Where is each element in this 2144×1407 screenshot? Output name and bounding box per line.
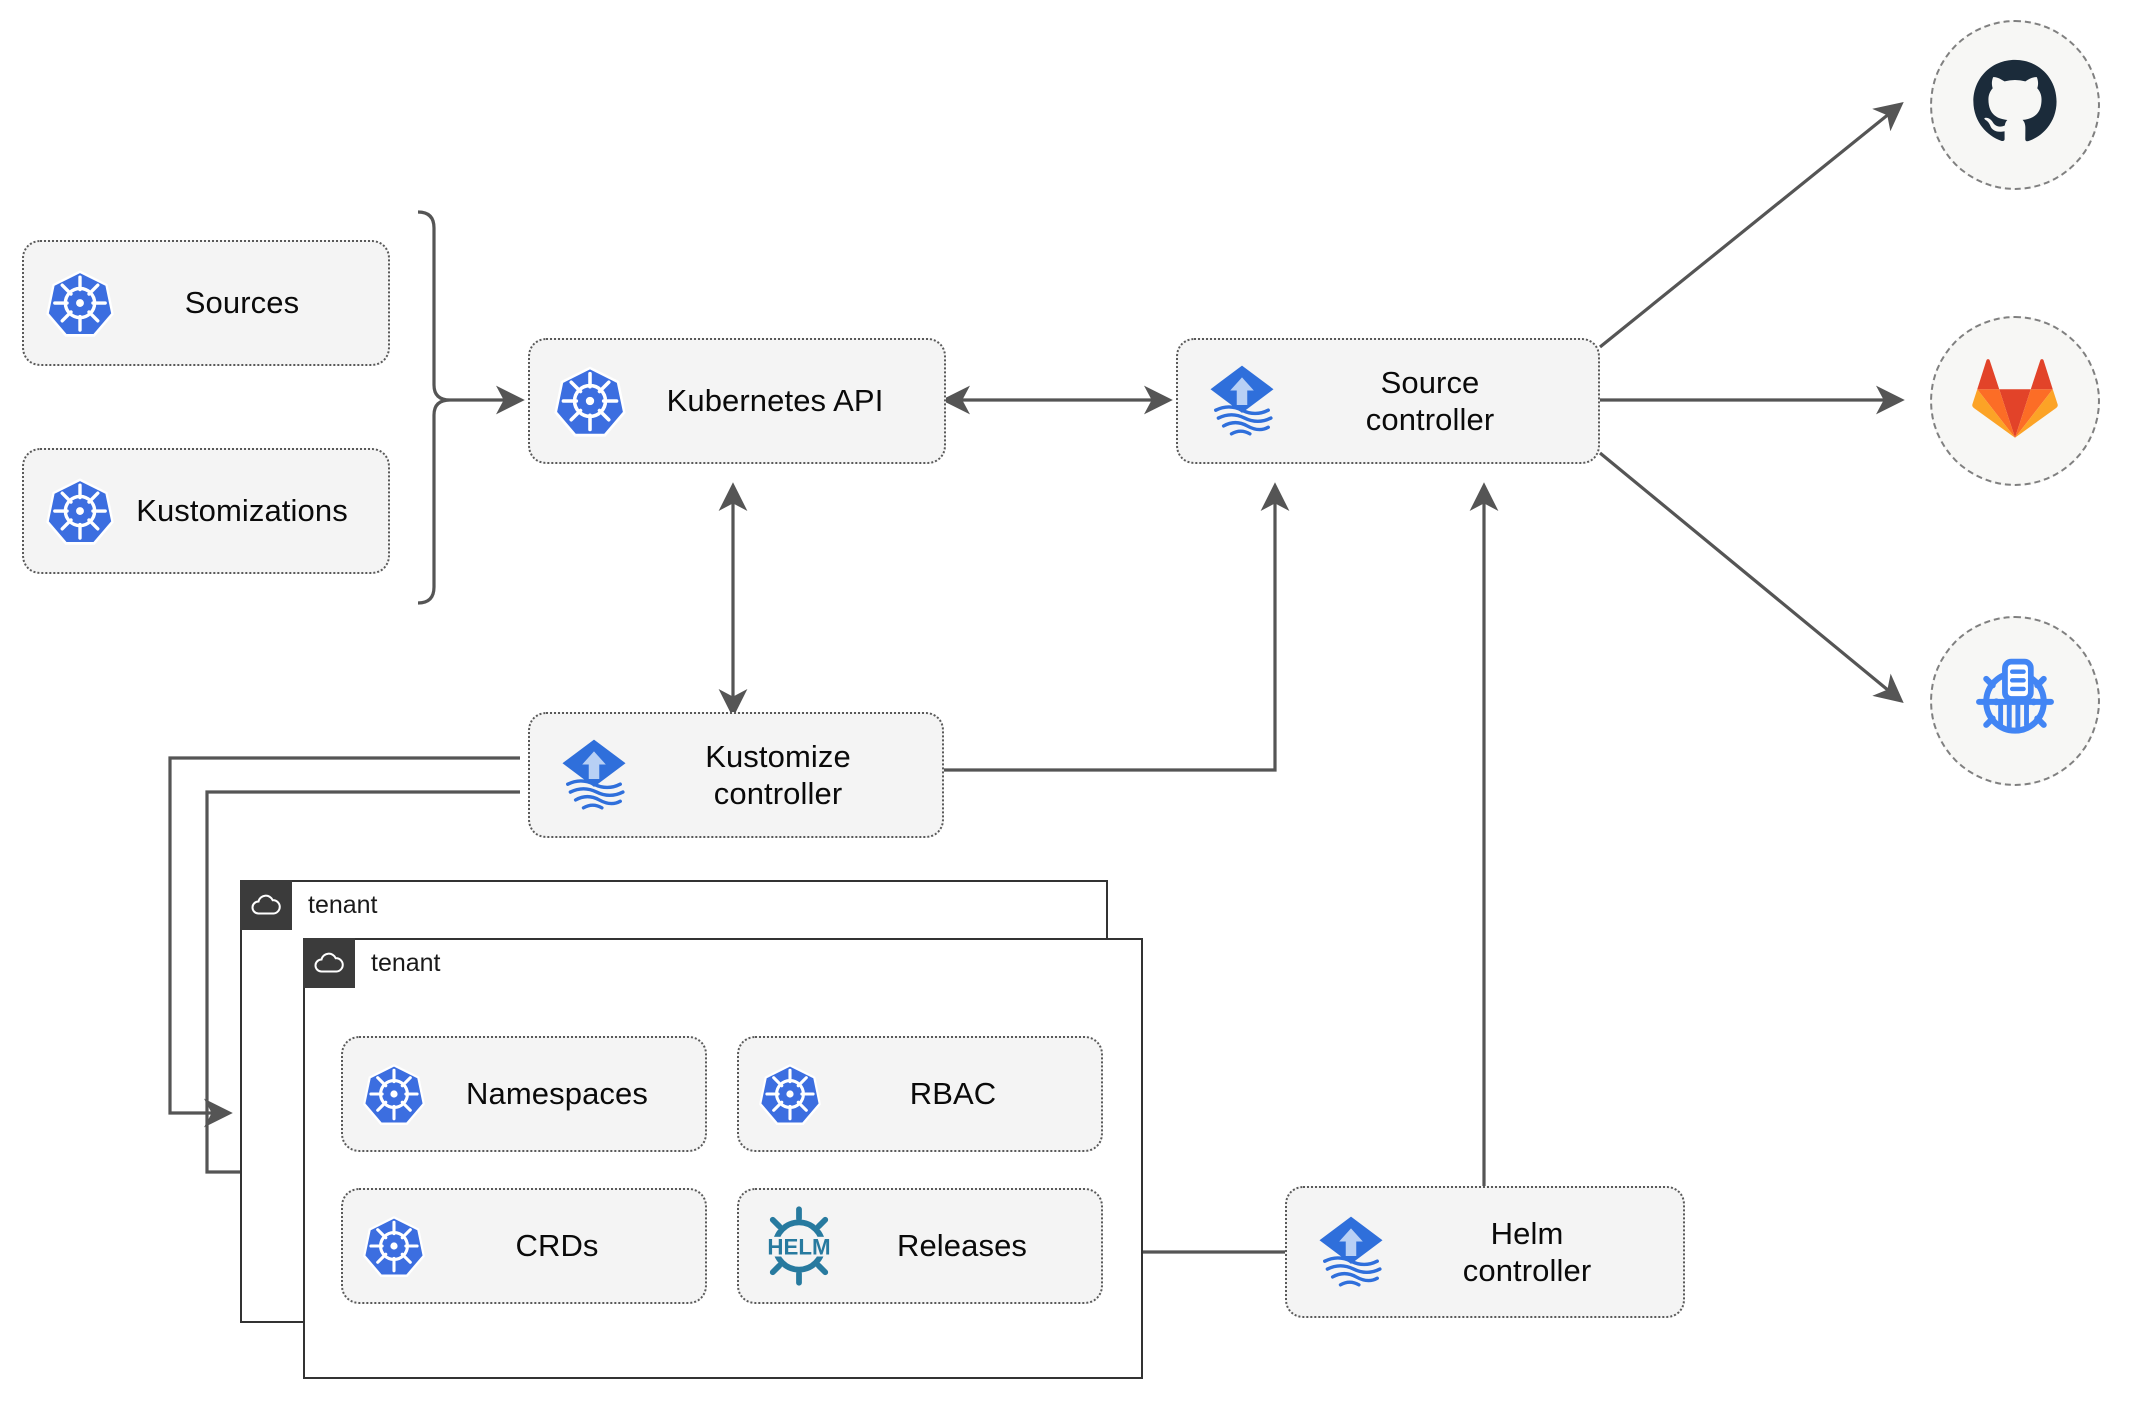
node-kubernetes-api-label: Kubernetes API — [666, 383, 884, 419]
node-kubernetes-api[interactable]: Kubernetes API — [528, 338, 946, 464]
node-sources[interactable]: Sources — [22, 240, 390, 366]
helm-icon: HELM — [757, 1204, 841, 1288]
cloud-icon — [303, 938, 355, 988]
flux-icon — [552, 733, 636, 817]
node-sources-label: Sources — [184, 285, 300, 321]
node-gitlab[interactable] — [1930, 316, 2100, 486]
node-rbac[interactable]: RBAC — [737, 1036, 1103, 1152]
kubernetes-icon — [552, 363, 628, 439]
tenant-front-label: tenant — [371, 948, 441, 977]
tenant-back-label: tenant — [308, 890, 378, 919]
node-kustomize-controller-label: Kustomize controller — [705, 738, 851, 811]
node-rbac-label: RBAC — [909, 1076, 997, 1112]
node-helm-repository[interactable] — [1930, 616, 2100, 786]
flux-icon — [1200, 359, 1284, 443]
node-releases[interactable]: HELM Releases — [737, 1188, 1103, 1304]
github-icon — [1970, 58, 2060, 153]
tenant-header: tenant — [240, 880, 378, 930]
helm-wordmark: HELM — [767, 1235, 830, 1260]
tenant-box-front[interactable]: tenant — [303, 938, 1143, 1379]
node-kustomizations-label: Kustomizations — [136, 493, 348, 529]
node-crds[interactable]: CRDs — [341, 1188, 707, 1304]
kubernetes-icon — [361, 1213, 427, 1279]
node-releases-label: Releases — [896, 1228, 1028, 1264]
flux-icon — [1309, 1210, 1393, 1294]
helm-repository-icon — [1969, 653, 2061, 750]
gitlab-icon — [1972, 358, 2058, 445]
kubernetes-icon — [44, 475, 116, 547]
node-namespaces[interactable]: Namespaces — [341, 1036, 707, 1152]
node-source-controller-label: Source controller — [1365, 364, 1495, 437]
kubernetes-icon — [361, 1061, 427, 1127]
kubernetes-icon — [757, 1061, 823, 1127]
node-source-controller[interactable]: Source controller — [1176, 338, 1600, 464]
tenant-header: tenant — [303, 938, 441, 988]
node-kustomize-controller[interactable]: Kustomize controller — [528, 712, 944, 838]
cloud-icon — [240, 880, 292, 930]
node-namespaces-label: Namespaces — [466, 1076, 648, 1112]
node-crds-label: CRDs — [515, 1228, 599, 1264]
node-github[interactable] — [1930, 20, 2100, 190]
node-helm-controller[interactable]: Helm controller — [1285, 1186, 1685, 1318]
node-helm-controller-label: Helm controller — [1462, 1215, 1592, 1288]
node-kustomizations[interactable]: Kustomizations — [22, 448, 390, 574]
kubernetes-icon — [44, 267, 116, 339]
